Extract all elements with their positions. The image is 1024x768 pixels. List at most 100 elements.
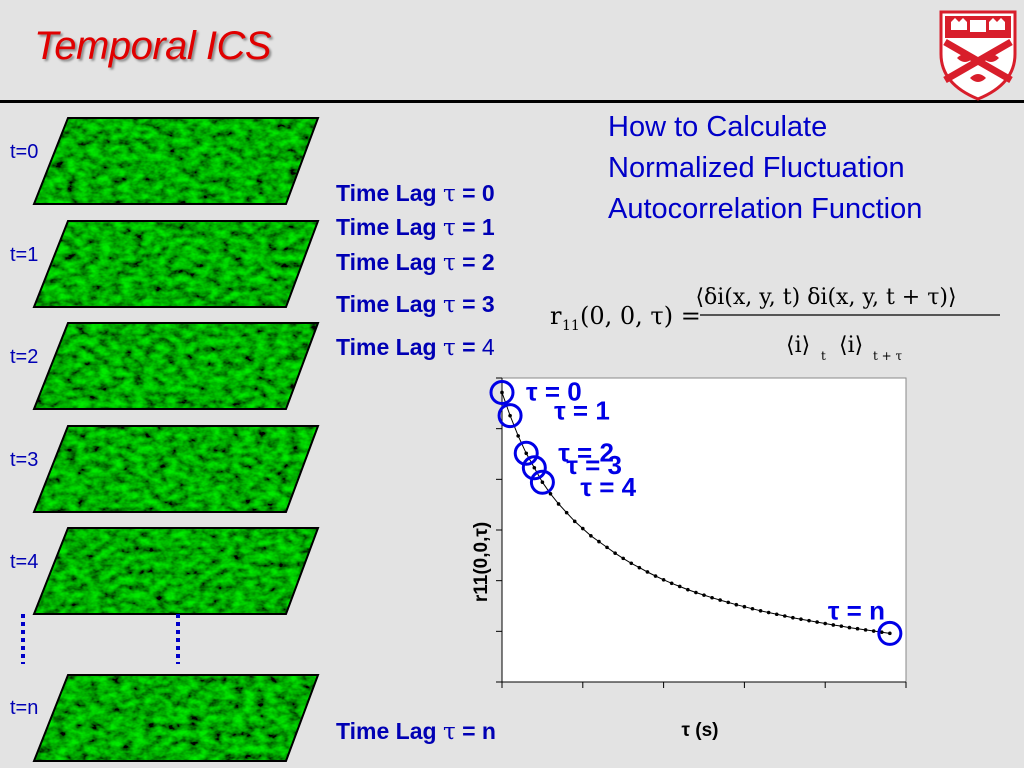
image-frame bbox=[34, 426, 318, 512]
data-point bbox=[532, 465, 537, 470]
point-annotation: τ = 1 bbox=[554, 396, 610, 426]
frame-texture bbox=[34, 426, 318, 512]
data-point bbox=[831, 623, 836, 627]
data-point bbox=[597, 539, 601, 544]
data-point bbox=[686, 587, 690, 592]
data-point bbox=[694, 590, 698, 595]
data-point bbox=[799, 617, 803, 621]
highlight-circle bbox=[529, 469, 555, 495]
data-point bbox=[879, 630, 884, 635]
highlight-circle bbox=[521, 455, 547, 481]
autocorrelation-chart: τ = 0τ = 1 τ = 2τ = 3τ = 4 τ = n r11(0,0,τ)… bbox=[471, 376, 907, 741]
point-annotation: τ = 3 bbox=[566, 450, 622, 480]
data-point bbox=[572, 519, 577, 524]
formula-lhs-subscript: 11 bbox=[562, 318, 580, 334]
plot-area bbox=[501, 377, 907, 683]
frame-label-t0: t=0 bbox=[10, 141, 39, 163]
formula-numerator: ⟨δi(x, y, t) δi(x, y, t + τ)⟩ bbox=[695, 285, 956, 310]
data-point bbox=[855, 626, 860, 631]
data-point bbox=[589, 533, 593, 538]
slide-title: Temporal ICS bbox=[34, 24, 272, 68]
heading-line: Normalized Fluctuation bbox=[608, 152, 905, 184]
frame-label-t3: t=3 bbox=[10, 449, 39, 471]
data-point bbox=[718, 598, 722, 602]
data-point bbox=[669, 581, 674, 586]
highlight-circle bbox=[877, 620, 903, 646]
image-frame bbox=[34, 221, 318, 307]
highlight-circle bbox=[497, 403, 523, 429]
data-point bbox=[548, 492, 553, 496]
frame-border bbox=[32, 322, 320, 410]
frame-texture bbox=[34, 528, 318, 614]
frame-texture bbox=[34, 118, 318, 204]
frame-label-t4: t=4 bbox=[10, 551, 39, 573]
data-point bbox=[710, 595, 714, 600]
data-point bbox=[556, 502, 561, 506]
data-point bbox=[823, 621, 827, 626]
frame-label-t1: t=1 bbox=[10, 244, 39, 266]
heading-line: How to Calculate bbox=[608, 111, 828, 143]
point-annotation: τ = n bbox=[828, 595, 885, 625]
data-point bbox=[750, 606, 755, 611]
data-point bbox=[758, 608, 763, 613]
formula-denominator-sub-1: t bbox=[821, 349, 826, 363]
data-point bbox=[629, 561, 634, 566]
data-point bbox=[839, 624, 844, 628]
frame-border bbox=[32, 527, 320, 615]
data-point bbox=[742, 604, 747, 609]
frame-border bbox=[32, 220, 320, 308]
data-point bbox=[863, 628, 868, 632]
data-point bbox=[847, 625, 852, 630]
frame-label-t2: t=2 bbox=[10, 346, 39, 368]
x-axis-label: τ (s) bbox=[682, 720, 719, 741]
image-frames bbox=[21, 117, 320, 762]
data-point bbox=[508, 413, 512, 418]
mcgill-crest-icon bbox=[939, 10, 1017, 101]
data-point bbox=[500, 390, 504, 395]
data-point bbox=[661, 577, 666, 582]
data-point bbox=[888, 631, 892, 636]
highlight-circle bbox=[489, 379, 515, 405]
formula-denominator-sub-2: t + τ bbox=[873, 349, 903, 363]
time-lag-n: Time Lag τ = n bbox=[336, 718, 496, 745]
data-point bbox=[605, 545, 609, 550]
data-point bbox=[677, 584, 682, 589]
frame-texture bbox=[34, 323, 318, 409]
image-frame bbox=[34, 323, 318, 409]
data-point bbox=[783, 614, 787, 618]
data-point bbox=[815, 620, 819, 624]
data-point bbox=[564, 510, 569, 515]
frame-label-tn: t=n bbox=[10, 697, 39, 719]
time-lag-4: Time Lag τ = 4 bbox=[336, 334, 495, 361]
data-point bbox=[581, 526, 585, 531]
point-annotation: τ = 0 bbox=[526, 376, 582, 406]
data-point bbox=[774, 612, 779, 617]
frame-border bbox=[32, 425, 320, 513]
formula-denominator-term-2: ⟨i⟩ bbox=[839, 333, 863, 358]
data-point bbox=[791, 615, 795, 620]
time-lag-2: Time Lag τ = 2 bbox=[336, 249, 495, 276]
data-point bbox=[766, 610, 771, 615]
time-lag-0: Time Lag τ = 0 bbox=[336, 180, 495, 207]
data-point bbox=[637, 565, 642, 570]
y-axis-label: r11(0,0,τ) bbox=[471, 522, 492, 602]
data-point bbox=[702, 593, 706, 597]
data-point bbox=[540, 480, 545, 485]
point-annotation: τ = 4 bbox=[580, 472, 636, 502]
time-lag-3: Time Lag τ = 3 bbox=[336, 291, 495, 318]
data-point bbox=[613, 551, 617, 555]
formula-denominator-term-1: ⟨i⟩ bbox=[786, 333, 810, 358]
formula-lhs-args: (0, 0, τ) = bbox=[580, 302, 701, 330]
image-frame bbox=[34, 528, 318, 614]
data-point bbox=[653, 574, 658, 578]
frame-border bbox=[32, 674, 320, 762]
data-point bbox=[645, 570, 650, 574]
time-lag-1: Time Lag τ = 1 bbox=[336, 214, 495, 241]
method-heading: How to Calculate Normalized Fluctuation … bbox=[608, 107, 922, 230]
formula-lhs: r bbox=[550, 302, 562, 330]
data-point bbox=[621, 556, 625, 561]
point-annotation: τ = 2 bbox=[558, 437, 614, 467]
frame-texture bbox=[34, 675, 318, 761]
data-point bbox=[807, 618, 811, 623]
heading-line: Autocorrelation Function bbox=[608, 193, 923, 225]
